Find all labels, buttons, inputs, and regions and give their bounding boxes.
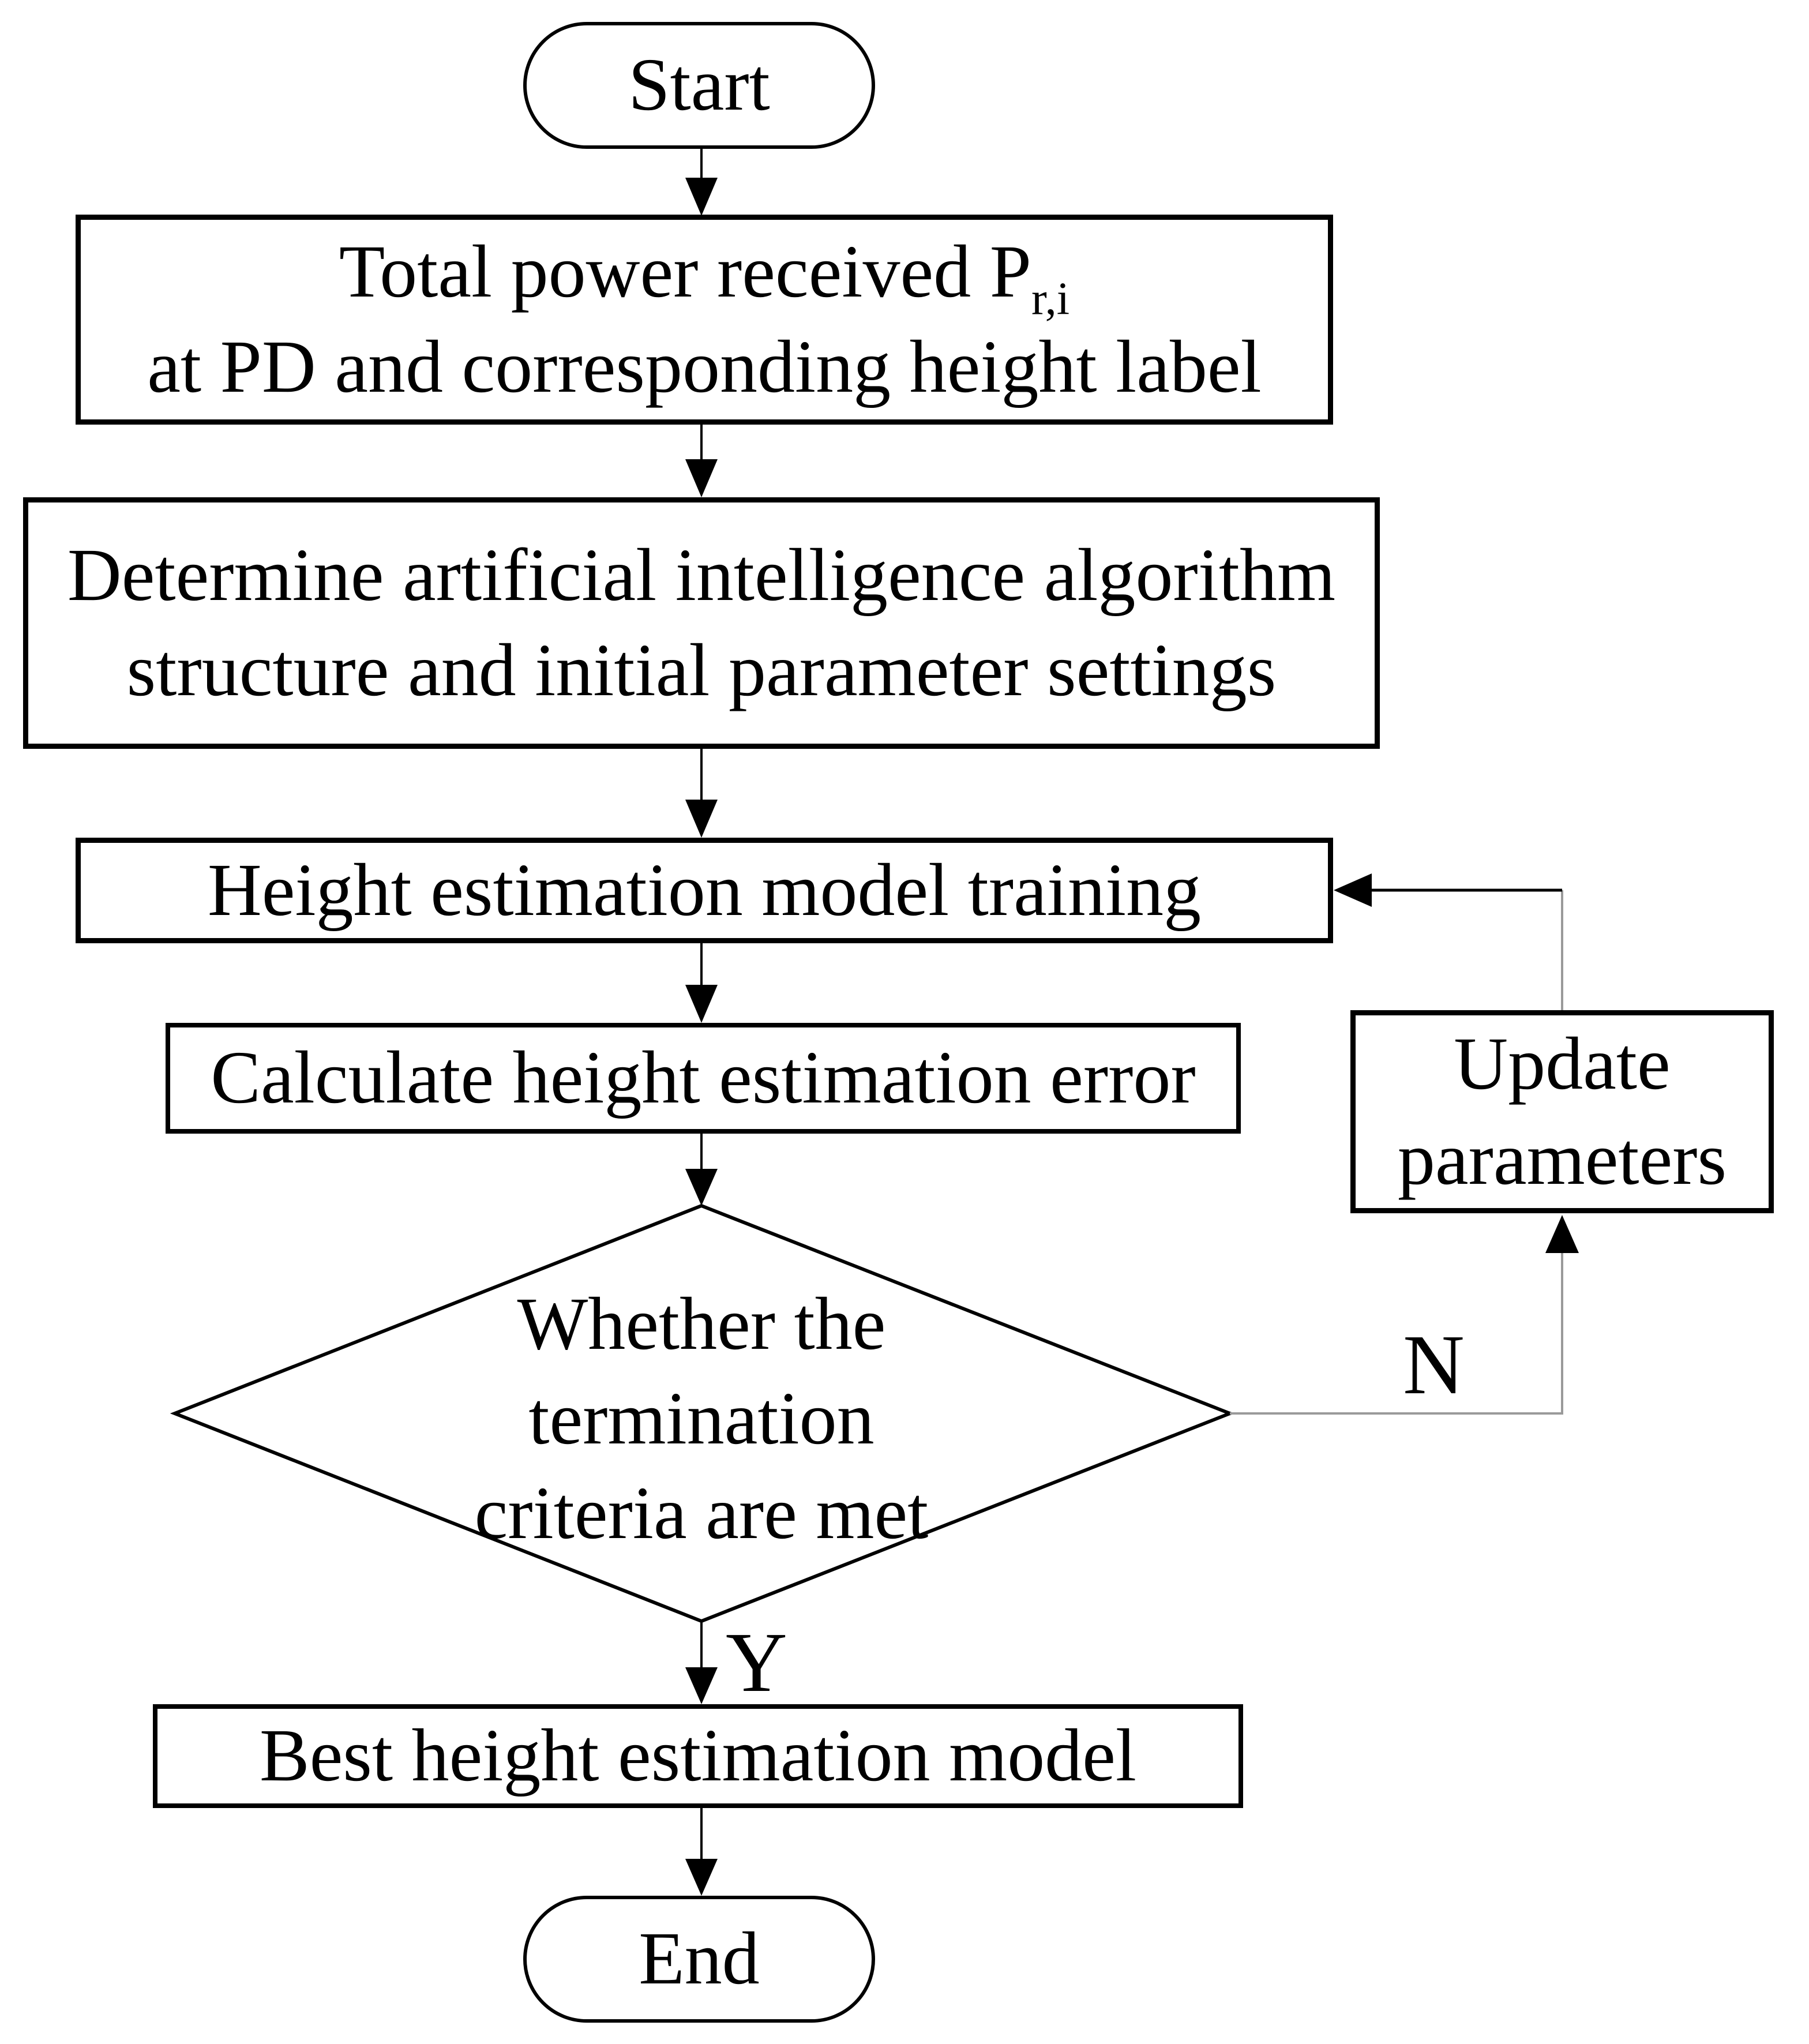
arrow-start-to-input <box>685 149 718 216</box>
start-node: Start <box>523 22 875 149</box>
model-training-box: Height estimation model training <box>76 838 1333 943</box>
update-line1: Update <box>1454 1022 1671 1105</box>
setup-line2: structure and initial parameter settings <box>126 629 1277 712</box>
training-label: Height estimation model training <box>207 848 1202 932</box>
arrow-input-to-setup <box>685 425 718 497</box>
end-label: End <box>639 1917 760 2001</box>
estimation-error-box: Calculate height estimation error <box>166 1023 1241 1134</box>
update-line2: parameters <box>1397 1117 1727 1201</box>
input-line1: Total power received Pr,i <box>339 230 1070 325</box>
decision-line1: Whether the <box>517 1282 886 1366</box>
yes-branch-label: Y <box>726 1615 787 1710</box>
setup-line1: Determine artificial intelligence algori… <box>67 533 1336 617</box>
arrow-update-to-training <box>1334 873 1563 1010</box>
subscript-r-i: r,i <box>1031 273 1070 325</box>
arrow-setup-to-training <box>685 749 718 838</box>
input-line2: at PD and corresponding height label <box>147 325 1262 408</box>
arrow-error-to-decision <box>685 1134 718 1206</box>
update-parameters-box: Update parameters <box>1350 1010 1774 1213</box>
arrow-decision-to-best <box>685 1621 718 1704</box>
arrow-best-to-end <box>685 1808 718 1896</box>
algorithm-setup-box: Determine artificial intelligence algori… <box>23 497 1380 749</box>
best-model-box: Best height estimation model <box>153 1704 1243 1808</box>
arrow-decision-to-update <box>1230 1215 1579 1415</box>
decision-line3: criteria are met <box>474 1471 929 1555</box>
end-node: End <box>523 1896 875 2023</box>
input-data-box: Total power received Pr,i at PD and corr… <box>76 215 1333 425</box>
termination-decision: Whether the termination criteria are met <box>240 1235 1163 1604</box>
arrow-training-to-error <box>685 943 718 1023</box>
decision-line2: termination <box>528 1377 875 1461</box>
best-label: Best height estimation model <box>259 1714 1137 1798</box>
no-branch-label: N <box>1403 1318 1465 1412</box>
error-label: Calculate height estimation error <box>211 1036 1196 1120</box>
start-label: Start <box>628 43 770 127</box>
